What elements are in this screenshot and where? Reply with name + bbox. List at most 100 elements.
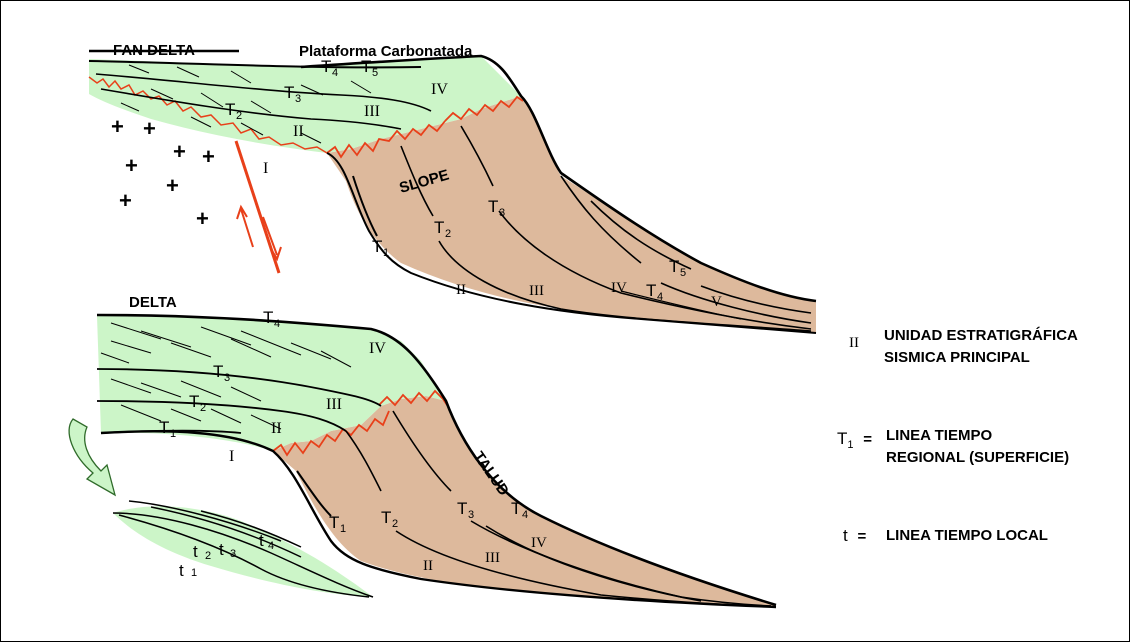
upper-facies-front-1: [326, 120, 446, 159]
svg-text:2: 2: [200, 402, 206, 414]
svg-text:t: t: [259, 531, 264, 550]
upper-slope-t3: [460, 125, 812, 330]
lower-slope-body: [273, 396, 776, 607]
legend-t1-line1: LINEA TIEMPO: [886, 427, 993, 444]
svg-text:T: T: [646, 281, 656, 300]
legend-unit-line2: SISMICA PRINCIPAL: [884, 349, 1030, 366]
label-fan-delta: FAN DELTA: [113, 42, 195, 59]
legend-t1-line2: REGIONAL (SUPERFICIE): [886, 449, 1070, 466]
legend-unit-line1: UNIDAD ESTRATIGRÁFICA: [884, 327, 1078, 344]
plus-sign: +: [202, 144, 215, 169]
svg-text:4: 4: [522, 509, 528, 521]
unit-label: II: [456, 282, 466, 298]
plus-sign: +: [173, 139, 186, 164]
upper-basement-contact: [88, 76, 328, 154]
svg-text:T: T: [372, 237, 382, 256]
upper-t2-line: [100, 88, 402, 130]
lower-facies-front-2: [378, 389, 448, 407]
unit-label: IV: [531, 535, 547, 551]
label-t4-t5: T 4 - T 5: [321, 57, 378, 79]
svg-text:T: T: [159, 418, 169, 437]
label-delta: DELTA: [129, 294, 177, 311]
upper-shelf-clinos: [120, 64, 372, 144]
label-local-t1: t 1: [179, 561, 197, 580]
svg-text:1: 1: [170, 428, 176, 440]
svg-text:1: 1: [383, 247, 389, 259]
lower-top-surface: [96, 313, 777, 607]
svg-text:1: 1: [340, 523, 346, 535]
svg-text:T: T: [225, 100, 235, 119]
label-lower-slope-t2: T 2: [381, 508, 398, 530]
svg-text:3: 3: [499, 207, 505, 219]
label-local-t2: t 2: [193, 542, 211, 562]
label-lower-slope-t4: T 4: [511, 499, 528, 521]
unit-label: III: [326, 396, 342, 413]
label-plataforma-carbonatada: Plataforma Carbonatada: [299, 43, 473, 60]
svg-text:T: T: [434, 218, 444, 237]
upper-top-surface: [89, 49, 817, 303]
lower-slope-t1: [296, 470, 332, 517]
svg-text:T: T: [669, 257, 679, 276]
unit-label: II: [271, 420, 282, 437]
svg-text:t: t: [219, 540, 224, 559]
svg-text:T: T: [381, 508, 391, 527]
label-upper-slope-t3: T 3: [488, 197, 505, 219]
unit-label: IV: [369, 340, 386, 357]
legend-unit-text: UNIDAD ESTRATIGRÁFICA SISMICA PRINCIPAL: [884, 325, 1078, 369]
svg-text:3: 3: [295, 93, 301, 105]
svg-text:5: 5: [372, 67, 378, 79]
lower-shelf-clinos: [100, 322, 352, 430]
svg-text:3: 3: [230, 548, 236, 560]
lower-slope-t4: [485, 525, 702, 602]
label-upper-shelf-t3: T 3: [284, 83, 301, 105]
svg-text:T: T: [457, 499, 467, 518]
lower-t1-line: [100, 429, 242, 434]
lower-facies-front-1: [272, 410, 390, 457]
svg-text:2: 2: [205, 550, 211, 562]
plus-sign: +: [119, 188, 132, 213]
plus-sign: +: [166, 173, 179, 198]
legend-t-symbol: t =: [843, 526, 867, 545]
svg-text:3: 3: [224, 372, 230, 384]
label-local-t3: t 3: [219, 540, 236, 560]
label-upper-slope-t2: T 2: [434, 218, 451, 240]
lower-t3-line: [96, 368, 382, 407]
legend-unit-symbol: II: [849, 335, 859, 351]
unit-label: III: [364, 103, 380, 120]
svg-text:T: T: [189, 392, 199, 411]
svg-text:T: T: [511, 499, 521, 518]
upper-fault-arrow-down: [262, 216, 282, 262]
upper-slope-t5: [590, 200, 812, 314]
svg-text:t: t: [179, 561, 184, 580]
upper-t5-line: [88, 60, 422, 69]
upper-t3-line: [95, 73, 432, 112]
unit-label: II: [423, 558, 433, 574]
svg-text:4: 4: [274, 318, 280, 330]
label-lower-t4: T 4: [263, 308, 280, 330]
svg-text:4: 4: [332, 67, 338, 79]
label-upper-slope-t4: T 4: [646, 281, 663, 303]
legend-t-text: LINEA TIEMPO LOCAL: [886, 525, 1048, 547]
legend-t1-symbol: T1 =: [837, 429, 873, 451]
svg-text:4: 4: [268, 540, 274, 552]
svg-text:2: 2: [445, 228, 451, 240]
lower-base-line: [100, 430, 777, 609]
svg-text:T: T: [263, 308, 273, 327]
upper-slope-t4: [560, 175, 812, 324]
svg-text:2: 2: [236, 110, 242, 122]
lower-green-arrow: [68, 418, 117, 497]
svg-text:T: T: [361, 57, 371, 76]
svg-text:t: t: [193, 542, 198, 561]
unit-label: I: [263, 160, 268, 177]
svg-text:T: T: [488, 197, 498, 216]
unit-label: IV: [431, 81, 448, 98]
unit-label: III: [485, 550, 500, 566]
plus-sign: +: [111, 114, 124, 139]
svg-text:3: 3: [468, 509, 474, 521]
upper-slope-extra: [620, 290, 742, 320]
plus-sign: +: [196, 206, 209, 231]
plus-sign: +: [125, 153, 138, 178]
upper-fault-arrow-up: [236, 204, 254, 248]
upper-facies-front-2: [444, 95, 524, 122]
